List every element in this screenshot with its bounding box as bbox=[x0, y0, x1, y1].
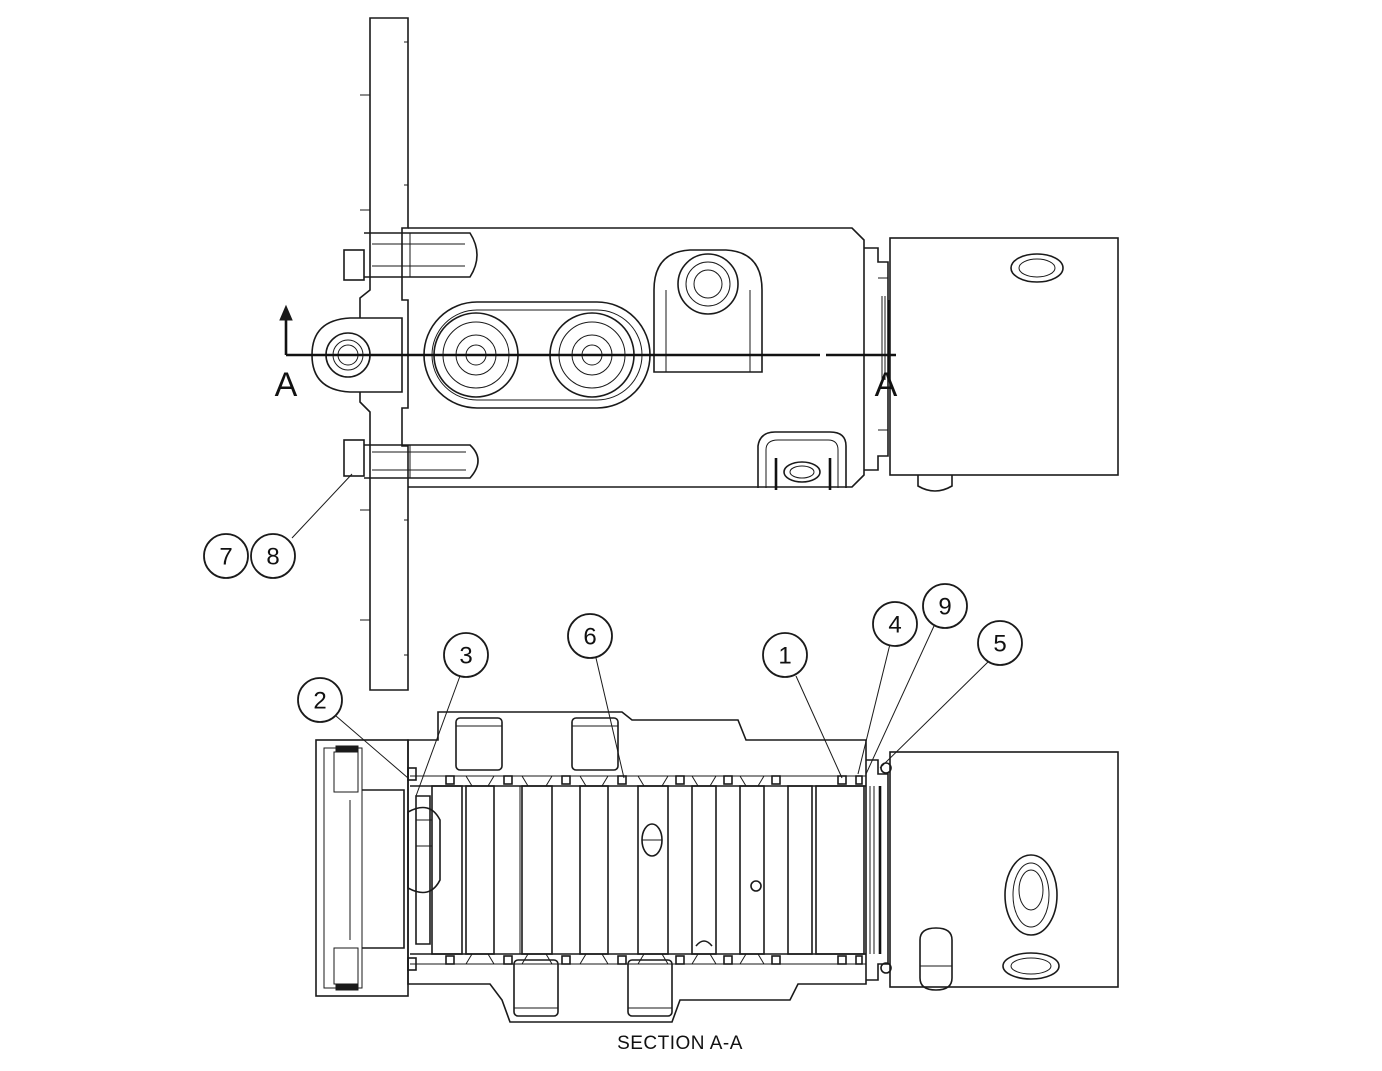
callout-4: 4 bbox=[872, 601, 918, 647]
callout-1: 1 bbox=[762, 632, 808, 678]
valve-body bbox=[408, 227, 865, 488]
callout-6: 6 bbox=[567, 613, 613, 659]
spool-retainer bbox=[407, 767, 441, 971]
upper-port-2 bbox=[571, 717, 619, 771]
callout-5: 5 bbox=[977, 620, 1023, 666]
callout-8: 8 bbox=[250, 533, 296, 579]
neck-threads bbox=[881, 296, 891, 380]
section-mark-left: A bbox=[275, 366, 298, 404]
pressure-boss bbox=[653, 249, 763, 373]
bolt-head-bottom bbox=[343, 439, 365, 477]
solenoid bbox=[889, 237, 1119, 476]
seal-rings bbox=[445, 775, 847, 965]
land-chamfers bbox=[465, 775, 765, 965]
callout-3: 3 bbox=[443, 632, 489, 678]
svg-text:4: 4 bbox=[888, 612, 901, 639]
svg-text:3: 3 bbox=[459, 643, 472, 670]
svg-text:5: 5 bbox=[993, 631, 1006, 658]
section-solenoid bbox=[889, 751, 1119, 988]
solenoid-neck bbox=[864, 247, 889, 471]
callout-7: 7 bbox=[203, 533, 249, 579]
lower-boss bbox=[757, 431, 847, 488]
callout-9: 9 bbox=[922, 583, 968, 629]
lower-port-2 bbox=[627, 959, 673, 1017]
svg-text:7: 7 bbox=[219, 544, 232, 571]
svg-text:6: 6 bbox=[583, 624, 596, 651]
section-caption: SECTION A-A bbox=[617, 1033, 743, 1054]
spool bbox=[431, 785, 865, 955]
section-mark-right: A bbox=[875, 366, 898, 404]
section-line bbox=[279, 304, 896, 357]
svg-text:8: 8 bbox=[266, 544, 279, 571]
bolt-head-top bbox=[343, 249, 365, 281]
solenoid-pin bbox=[917, 475, 953, 492]
svg-text:9: 9 bbox=[938, 594, 951, 621]
bolt-top bbox=[364, 232, 478, 278]
svg-text:2: 2 bbox=[313, 688, 326, 715]
leader-lines bbox=[291, 473, 991, 797]
section-neck bbox=[855, 759, 892, 981]
top-view bbox=[279, 17, 1119, 691]
callout-2: 2 bbox=[297, 677, 343, 723]
section-pin bbox=[919, 927, 953, 991]
bolt-bottom bbox=[364, 444, 479, 479]
lower-port-1 bbox=[513, 959, 559, 1017]
section-body-outline bbox=[407, 711, 867, 1023]
section-view bbox=[315, 711, 1119, 1023]
svg-text:1: 1 bbox=[778, 643, 791, 670]
upper-port-1 bbox=[455, 717, 503, 771]
